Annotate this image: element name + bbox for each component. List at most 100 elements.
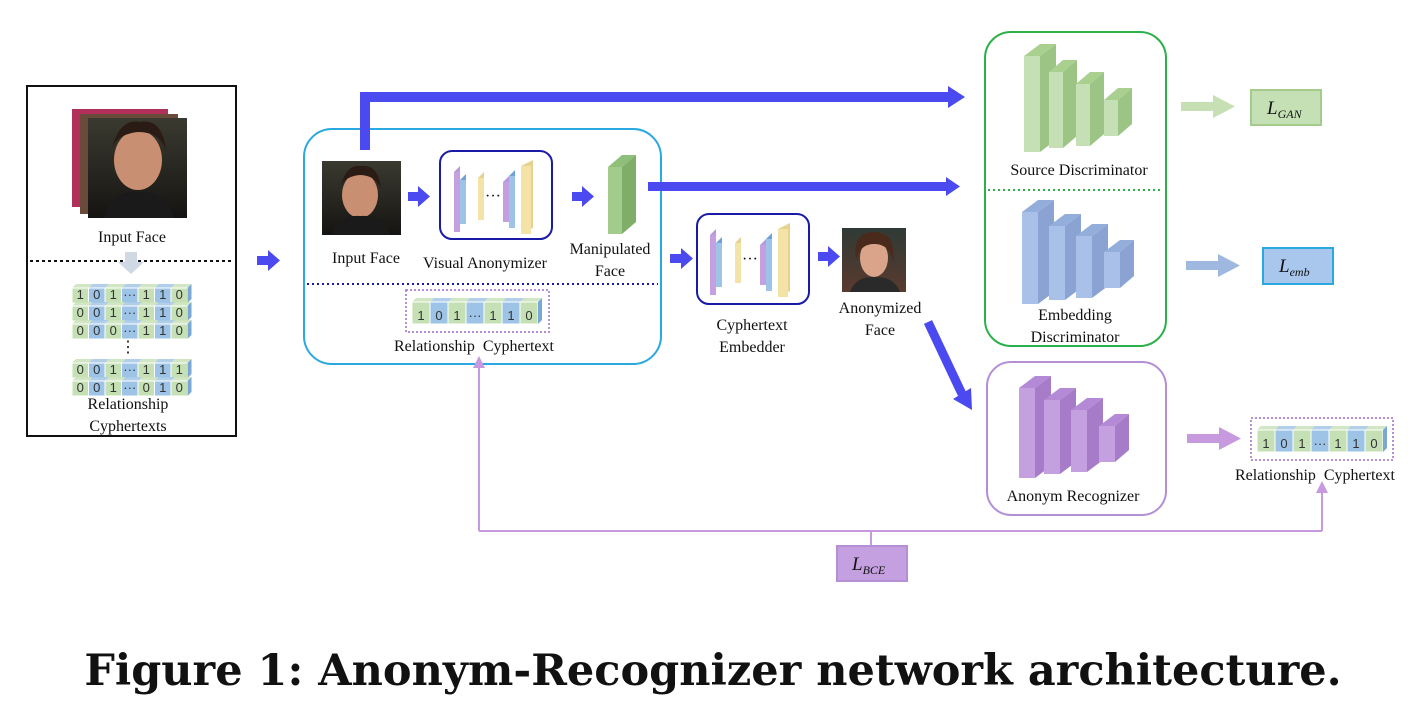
bit-cell-top [72,359,93,363]
bit-value: 1 [159,323,166,338]
bit-cell-top [105,302,126,306]
bit-value: ··· [469,308,482,323]
bit-cell-top [171,377,192,381]
bit-cell-top [412,298,434,302]
bit-cell-top [72,377,93,381]
bit-value: 1 [110,362,117,377]
bit-value: ··· [1314,436,1327,451]
bit-value: 0 [176,305,183,320]
bit-cell-top [88,302,109,306]
svg-text:LBCE: LBCE [851,554,886,577]
bce-loss: LBCE [836,545,908,582]
bit-cell-top [1365,426,1387,430]
bit-value: 0 [143,380,150,395]
bit-value: 1 [77,287,84,302]
bit-value: 0 [176,323,183,338]
bit-cell-top [430,298,452,302]
bit-cell-top [72,302,93,306]
manipulated-face-label-line1: Manipulated [570,241,651,258]
bit-cell-top [1347,426,1369,430]
bit-cell-top [88,320,109,324]
bit-cell-top [154,320,175,324]
bce-loss-box [836,545,908,582]
bit-value: ··· [123,287,136,302]
bit-value: 1 [453,308,460,323]
bit-cell-top [448,298,470,302]
bit-value: 0 [93,287,100,302]
bit-value: 0 [77,323,84,338]
anonymizer-panel: Input Face ··· Visual Anonymizer [303,128,662,365]
bit-value: 0 [93,305,100,320]
bit-cell-top [121,302,142,306]
bit-row-side [187,320,192,339]
bce-loss-subscript: BCE [863,563,886,577]
embedding-discriminator-label-line1: Embedding [1038,307,1112,324]
bit-cell-top [466,298,488,302]
bit-cell-top [171,302,192,306]
input-face-label: Input Face [98,229,166,246]
bit-value: 1 [110,380,117,395]
arrow-manipulated-to-embedder [670,248,693,269]
cyphertext-embedder: ··· Cyphertext Embedder [696,213,810,356]
gan-loss-symbol: L [1266,98,1278,119]
bit-cell-top [138,320,159,324]
bit-cell-top [1311,426,1333,430]
bit-value: 0 [1280,436,1287,451]
bit-value: 1 [110,305,117,320]
bit-cell-top [105,377,126,381]
bit-value: 0 [525,308,532,323]
anonym-recognizer-label: Anonym Recognizer [1007,488,1141,505]
bit-cell-top [138,284,159,288]
bit-value: 1 [159,305,166,320]
relationship-cyphertexts-label-line2: Cyphertexts [89,418,166,435]
arrow-anonymized-to-recognizer [923,320,972,410]
bit-row-side [538,298,542,324]
figure-caption: Figure 1: Anonym-Recognizer network arch… [84,646,1342,696]
bit-cell-top [154,302,175,306]
arrow-to-output-cyphertext [1187,427,1241,450]
bit-value: 1 [1298,436,1305,451]
bit-value: 0 [93,323,100,338]
anonymized-face-label-line1: Anonymized [839,300,922,317]
cyphertext-embedder-label-line2: Embedder [719,339,785,356]
visual-anonymizer-dots: ··· [485,188,501,205]
relationship-cyphertext-label: Relationship Cyphertext [394,338,555,355]
bit-value: 1 [176,362,183,377]
gan-loss: LGAN [1250,89,1322,126]
bit-cell-top [105,320,126,324]
anonym-recognizer: Anonym Recognizer [986,361,1167,516]
bit-value: ··· [123,305,136,320]
bit-cell-top [1293,426,1315,430]
bit-cell-top [105,284,126,288]
discriminators-panel: Source Discriminator Embedding Discrimin… [984,31,1167,347]
cyphertext-embedder-layers: ··· [710,223,790,297]
bit-cell-top [72,284,93,288]
bit-value: 0 [110,323,117,338]
bit-cell-top [520,298,542,302]
bit-cell-top [121,320,142,324]
bit-row-side [1383,426,1387,452]
bit-row-side [187,359,192,378]
bit-value: 1 [143,362,150,377]
bit-cell-top [171,320,192,324]
bit-value: 0 [93,362,100,377]
bit-cell-top [138,302,159,306]
bit-value: ··· [123,362,136,377]
bit-cell-top [171,359,192,363]
bit-cell-top [72,320,93,324]
svg-text:LGAN: LGAN [1266,98,1303,121]
anonym-recognizer-layers [1019,376,1129,478]
bit-ellipsis: ⋮ [120,339,136,356]
bit-cell-top [138,377,159,381]
emb-loss: Lemb [1262,247,1334,285]
bit-value: 0 [1370,436,1377,451]
bit-cell-top [88,359,109,363]
bce-feedback-loop [473,356,1328,546]
bit-value: ··· [123,323,136,338]
